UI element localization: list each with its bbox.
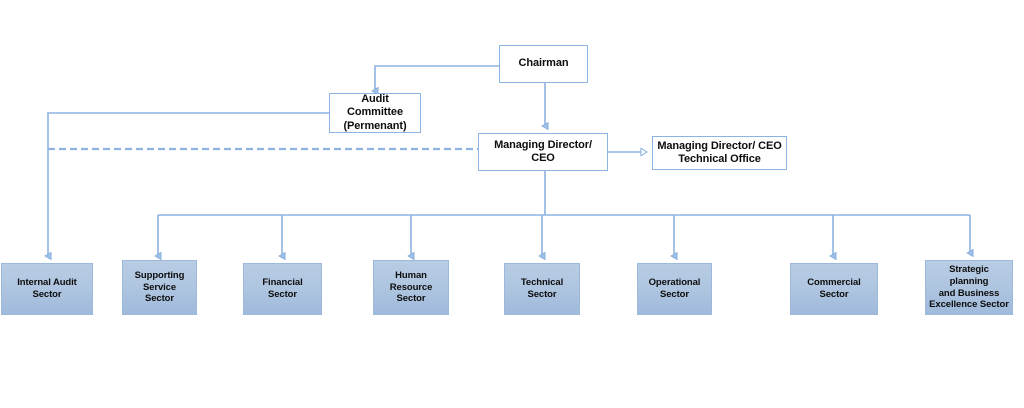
connector-chairman-to-audit (371, 65, 499, 96)
node-sector-human-resource[interactable]: Human Resource Sector (373, 260, 449, 315)
node-sector-operational-label: Operational Sector (648, 277, 701, 300)
node-managing-director-ceo-label: Managing Director/ CEO (494, 138, 592, 164)
node-sector-commercial-label: Commercial Sector (807, 277, 861, 300)
node-sector-financial[interactable]: Financial Sector (243, 263, 322, 315)
node-audit-committee[interactable]: Audit Committee (Permenant) (329, 93, 421, 133)
node-sector-supporting-service[interactable]: Supporting Service Sector (122, 260, 197, 315)
node-sector-strategic-planning[interactable]: Strategic planning and Business Excellen… (925, 260, 1013, 315)
node-sector-technical-label: Technical Sector (520, 277, 564, 300)
node-sector-operational[interactable]: Operational Sector (637, 263, 712, 315)
node-sector-supporting-service-label: Supporting Service Sector (134, 270, 185, 305)
node-managing-director-ceo-technical-office-label: Managing Director/ CEO Technical Office (657, 139, 782, 165)
node-sector-human-resource-label: Human Resource Sector (389, 270, 433, 305)
node-sector-strategic-planning-label: Strategic planning and Business Excellen… (929, 264, 1009, 311)
node-sector-commercial[interactable]: Commercial Sector (790, 263, 878, 315)
node-audit-committee-label: Audit Committee (Permenant) (343, 92, 407, 132)
node-sector-financial-label: Financial Sector (262, 277, 303, 300)
node-chairman[interactable]: Chairman (499, 45, 588, 83)
connector-audit-to-internal-audit (44, 112, 329, 261)
node-sector-internal-audit[interactable]: Internal Audit Sector (1, 263, 93, 315)
node-managing-director-ceo[interactable]: Managing Director/ CEO (478, 133, 608, 171)
node-chairman-label: Chairman (518, 57, 569, 70)
node-sector-internal-audit-label: Internal Audit Sector (17, 277, 77, 300)
node-managing-director-ceo-technical-office[interactable]: Managing Director/ CEO Technical Office (652, 136, 787, 170)
node-sector-technical[interactable]: Technical Sector (504, 263, 580, 315)
